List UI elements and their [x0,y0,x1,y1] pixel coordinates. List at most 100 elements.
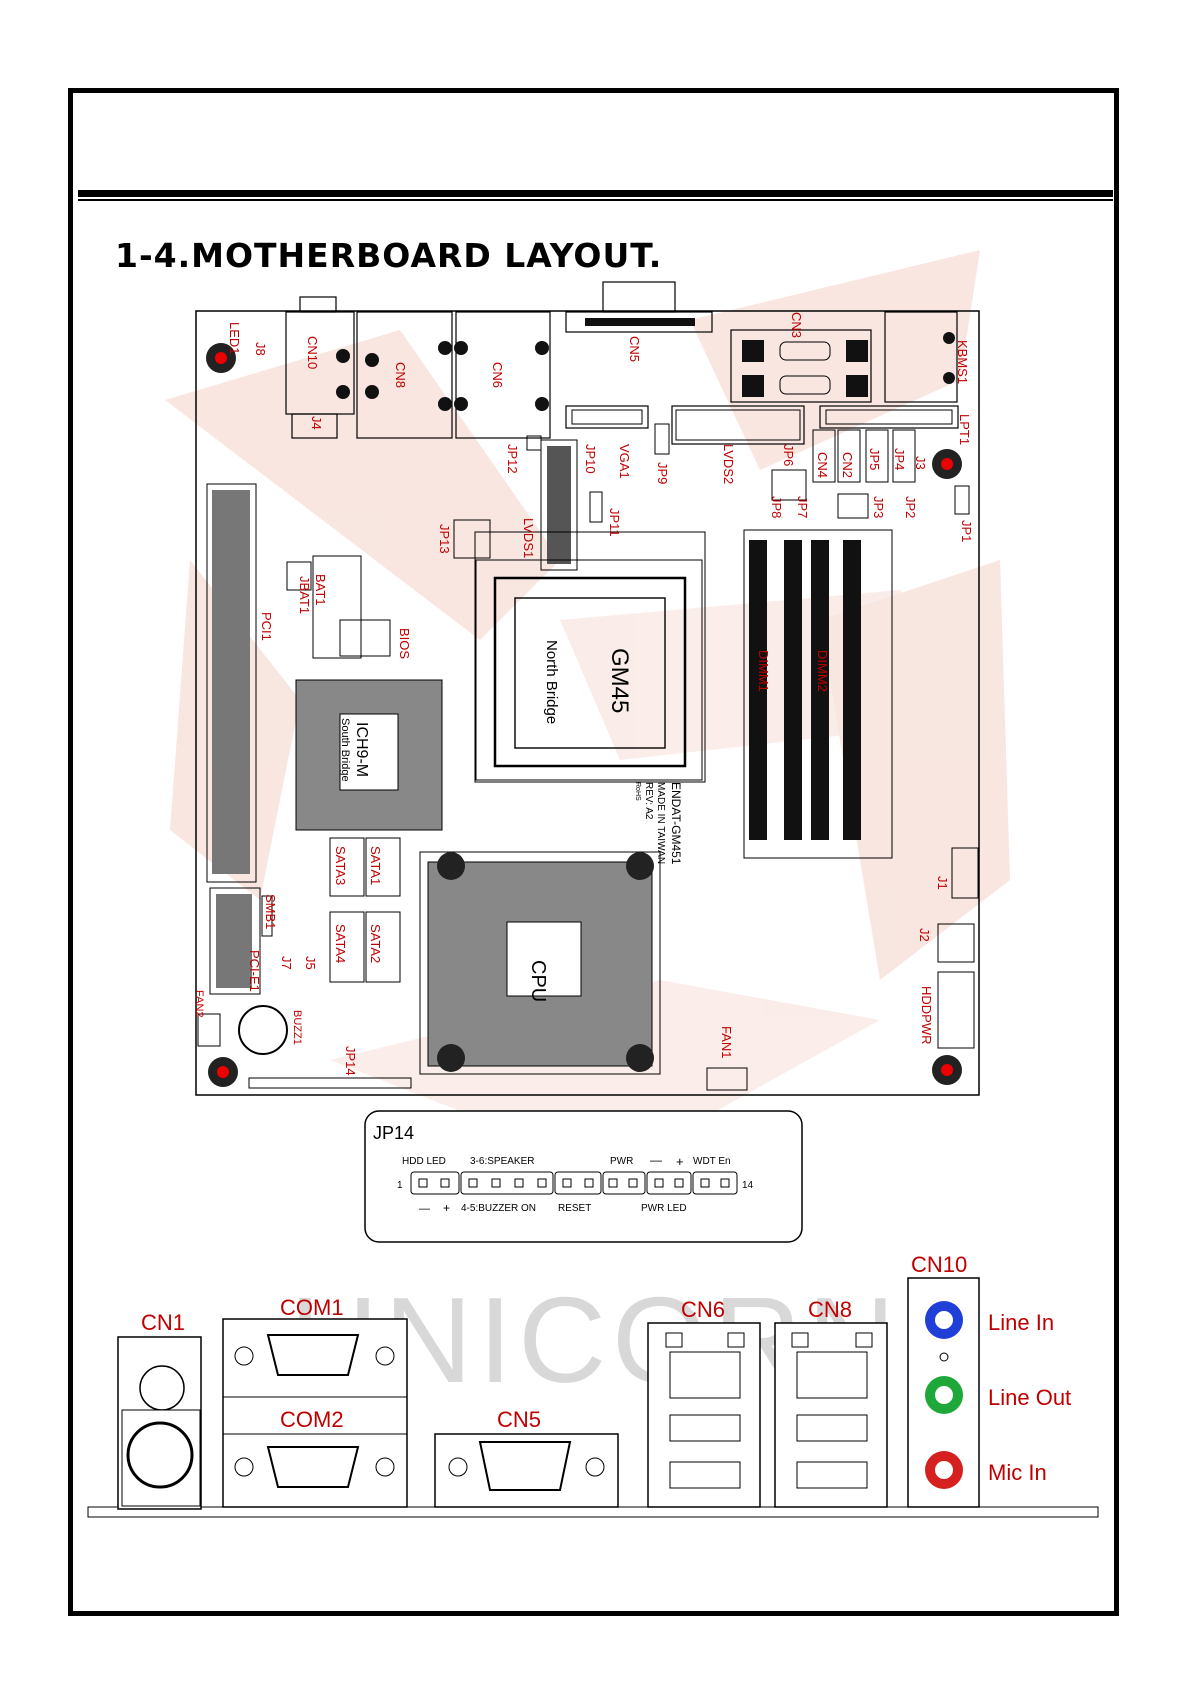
svg-text:PCI1: PCI1 [259,612,274,641]
jp14-pins [418,1178,730,1188]
bat-bios-area [286,555,391,659]
jp14-header [248,1077,412,1089]
buzzer [238,1005,288,1055]
svg-text:CPU: CPU [527,960,549,1002]
fan2-header [197,1013,221,1047]
svg-text:JP10: JP10 [583,444,598,474]
svg-text:—: — [650,1153,662,1167]
svg-text:SATA1: SATA1 [368,846,383,885]
rear-io-outlines [285,281,959,445]
mid-labels: PCI1 BAT1 JBAT1 BIOS GM45 North Bridge I… [259,574,830,865]
svg-text:DIMM2: DIMM2 [815,650,830,692]
svg-text:North Bridge: North Bridge [543,640,560,724]
svg-text:RoHS: RoHS [634,782,641,801]
page-frame [68,88,1119,1616]
right-headers [937,847,979,1049]
mounting-holes [206,343,962,1087]
svg-text:J1: J1 [935,876,950,890]
svg-text:CN4: CN4 [815,452,830,478]
svg-text:CN6: CN6 [490,362,505,388]
svg-text:CN10: CN10 [305,336,320,369]
header-rule [78,190,1113,197]
svg-text:BIOS: BIOS [397,628,412,659]
svg-text:JP9: JP9 [655,462,670,484]
svg-text:ENDAT-GM451: ENDAT-GM451 [669,782,683,865]
svg-text:WDT En: WDT En [693,1156,731,1167]
svg-text:SATA4: SATA4 [333,924,348,963]
cpu-socket [419,851,661,1075]
svg-text:COM1: COM1 [280,1295,344,1320]
svg-text:SATA2: SATA2 [368,924,383,963]
svg-text:CN1: CN1 [141,1310,185,1335]
svg-text:CN10: CN10 [911,1252,967,1277]
svg-text:HDD LED: HDD LED [402,1156,446,1167]
svg-text:JP7: JP7 [795,496,810,518]
svg-text:BUZZ1: BUZZ1 [291,1010,303,1045]
svg-text:CN8: CN8 [808,1297,852,1322]
svg-text:J3: J3 [913,456,928,470]
svg-text:Mic In: Mic In [988,1460,1047,1485]
rear-io-details [336,318,955,441]
svg-text:4-5:BUZZER ON: 4-5:BUZZER ON [461,1203,536,1214]
rear-labels: CN1 COM1 COM2 CN5 CN6 CN8 CN10 Line In L… [141,1252,1071,1485]
svg-text:CN5: CN5 [497,1407,541,1432]
svg-text:CN2: CN2 [840,452,855,478]
fan1-header [706,1067,748,1091]
svg-text:Line In: Line In [988,1310,1054,1335]
pci-slot [206,483,257,883]
svg-text:South Bridge: South Bridge [339,718,351,782]
sata-connectors [329,837,401,983]
svg-text:14: 14 [742,1180,754,1191]
svg-text:COM2: COM2 [280,1407,344,1432]
svg-text:PWR LED: PWR LED [641,1203,687,1214]
svg-text:JP4: JP4 [892,448,907,470]
svg-text:BAT1: BAT1 [313,574,328,606]
svg-text:JP5: JP5 [867,448,882,470]
svg-text:LVDS2: LVDS2 [721,444,736,484]
svg-text:FAN2: FAN2 [193,990,205,1018]
svg-text:CN3: CN3 [789,312,804,338]
svg-text:SATA3: SATA3 [333,846,348,885]
section-title: 1-4.MOTHERBOARD LAYOUT. [115,236,663,275]
header-rule-thin [78,199,1113,201]
svg-text:JP12: JP12 [505,444,520,474]
board-outline [195,310,980,1096]
svg-text:GM45: GM45 [606,648,633,713]
svg-text:CN6: CN6 [681,1297,725,1322]
svg-text:CN8: CN8 [393,362,408,388]
svg-text:RESET: RESET [558,1203,591,1214]
svg-text:KBMS1: KBMS1 [955,340,970,384]
svg-text:HDDPWR: HDDPWR [919,986,934,1045]
svg-text:LPT1: LPT1 [957,414,972,445]
svg-text:SMB1: SMB1 [263,894,278,929]
svg-text:LED1: LED1 [227,322,242,355]
svg-text:VGA1: VGA1 [617,444,632,479]
svg-text:JP14: JP14 [373,1123,414,1143]
svg-text:J8: J8 [253,342,268,356]
jp14-pin-row [410,1171,738,1195]
svg-text:FAN1: FAN1 [719,1026,734,1059]
jumper-blocks [453,423,970,559]
svg-text:+: + [676,1154,684,1169]
svg-text:—: — [419,1203,430,1215]
dimm-slots [743,529,893,859]
svg-text:JP8: JP8 [769,496,784,518]
svg-text:Line Out: Line Out [988,1385,1071,1410]
svg-text:JP1: JP1 [959,520,974,542]
svg-text:PCI-E1: PCI-E1 [247,950,262,992]
svg-text:PWR: PWR [610,1156,633,1167]
lvds1-connector [540,439,578,571]
svg-text:JBAT1: JBAT1 [297,576,312,614]
svg-text:MADE IN TAIWAN: MADE IN TAIWAN [655,782,666,864]
svg-text:JP3: JP3 [871,496,886,518]
svg-text:CN5: CN5 [627,336,642,362]
jp14-detail-panel: JP14 HDD LED 3-6:SPEAKER PWR — + WDT En … [364,1110,803,1243]
svg-text:1: 1 [397,1180,403,1191]
svg-text:J5: J5 [303,956,318,970]
svg-text:JP14: JP14 [343,1046,358,1076]
svg-text:JP6: JP6 [781,444,796,466]
south-bridge-chip [295,679,443,831]
svg-text:JP11: JP11 [607,508,622,537]
svg-text:LVDS1: LVDS1 [521,518,536,558]
